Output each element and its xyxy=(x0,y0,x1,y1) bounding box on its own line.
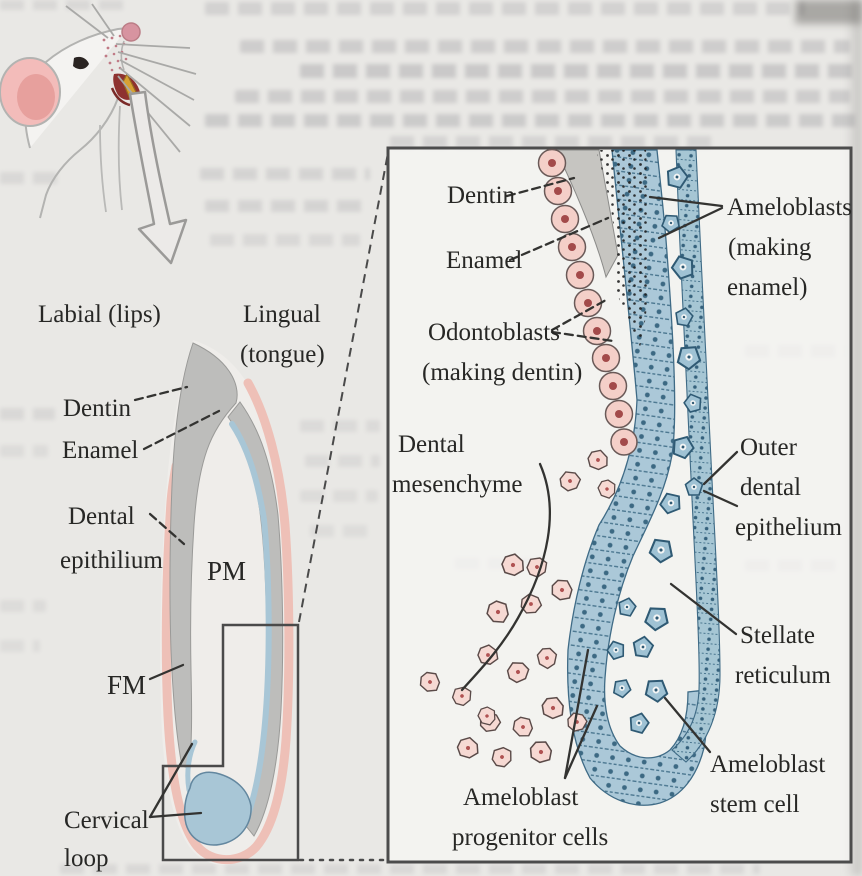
label-lingual-line1: Lingual xyxy=(243,301,321,328)
leader-ameloblast-stem-cell xyxy=(663,696,712,754)
dentin-tip-and-labial-limb xyxy=(169,342,238,769)
label-outer-epithelium-line3: epithelium xyxy=(735,514,842,541)
mouse-head-illustration xyxy=(0,3,197,265)
leader-ameloblasts-2 xyxy=(657,206,724,240)
leader-dentin xyxy=(133,385,189,402)
overview-tooth-diagram: Labial (lips) Lingual (tongue) Dentin En… xyxy=(38,152,390,872)
mouse-eye xyxy=(73,56,89,70)
label-dental-epithelium-line2: epithilium xyxy=(60,547,163,574)
label-enamel: Enamel xyxy=(62,437,138,464)
leader-dental-mesenchyme xyxy=(460,462,551,692)
leader-fm xyxy=(148,663,185,681)
label-ameloblast-stem-cell-line2: stem cell xyxy=(710,791,800,818)
connector-dashed-line-top xyxy=(298,152,389,623)
label-stellate-reticulum-line1: Stellate xyxy=(740,622,815,649)
mouse-nose xyxy=(121,22,141,42)
label-cervical-loop-line2: loop xyxy=(64,845,108,872)
magnification-box xyxy=(161,623,300,862)
label-odontoblasts-line2: (making dentin) xyxy=(422,359,582,386)
epithelium-blue-strip-labial xyxy=(185,739,198,793)
cervical-loop-blob xyxy=(183,771,252,846)
leader-mag-enamel xyxy=(508,216,610,262)
label-dental-mesenchyme-line2: mesenchyme xyxy=(392,471,523,498)
label-odontoblasts-line1: Odontoblasts xyxy=(428,319,560,346)
label-dental-epithelium-line1: Dental xyxy=(68,503,135,530)
label-progenitor-line1: Ameloblast xyxy=(463,784,578,811)
leader-odontoblasts-2 xyxy=(550,330,615,343)
label-outer-epithelium-line1: Outer xyxy=(740,434,798,461)
leader-ameloblasts-1 xyxy=(648,195,724,208)
leader-progenitor-1 xyxy=(563,648,590,780)
label-ameloblasts-line3: enamel) xyxy=(727,274,808,301)
label-mag-dentin: Dentin xyxy=(447,182,516,209)
label-labial: Labial (lips) xyxy=(38,301,161,328)
label-dental-mesenchyme-line1: Dental xyxy=(398,431,465,458)
label-dentin: Dentin xyxy=(63,395,132,422)
label-mag-enamel: Enamel xyxy=(446,247,522,274)
label-outer-epithelium-line2: dental xyxy=(740,474,801,501)
mouse-to-diagram-arrow xyxy=(128,90,188,265)
leader-mag-dentin xyxy=(505,176,576,198)
leader-odontoblasts-1 xyxy=(550,298,608,332)
leader-cervical-loop-2 xyxy=(148,811,203,819)
label-lingual-line2: (tongue) xyxy=(240,341,325,368)
label-ameloblast-stem-cell-line1: Ameloblast xyxy=(710,751,825,778)
dental-follicle-pink-band xyxy=(161,378,294,865)
leader-dental-epithelium xyxy=(148,512,186,546)
label-fm: FM xyxy=(107,670,146,700)
label-ameloblasts-line1: Ameloblasts xyxy=(727,194,852,221)
leader-enamel xyxy=(142,409,221,451)
label-progenitor-line2: progenitor cells xyxy=(452,824,608,851)
leader-outer-epithelium-2 xyxy=(702,489,739,508)
magnified-cervical-loop-panel: Dentin Enamel Odontoblasts (making denti… xyxy=(386,146,853,864)
leader-outer-epithelium-1 xyxy=(702,450,739,486)
label-cervical-loop-line1: Cervical xyxy=(64,807,149,834)
epithelium-blue-strip-lingual xyxy=(229,421,272,823)
leader-progenitor-2 xyxy=(563,704,599,780)
mag-dentin-wedge xyxy=(555,149,619,279)
leader-cervical-loop-1 xyxy=(148,742,194,819)
label-stellate-reticulum-line2: reticulum xyxy=(735,662,831,689)
label-ameloblasts-line2: (making xyxy=(728,234,812,261)
mag-enamel-stipple xyxy=(596,150,650,347)
label-pm: PM xyxy=(207,556,246,586)
leader-stellate-reticulum xyxy=(669,582,738,636)
